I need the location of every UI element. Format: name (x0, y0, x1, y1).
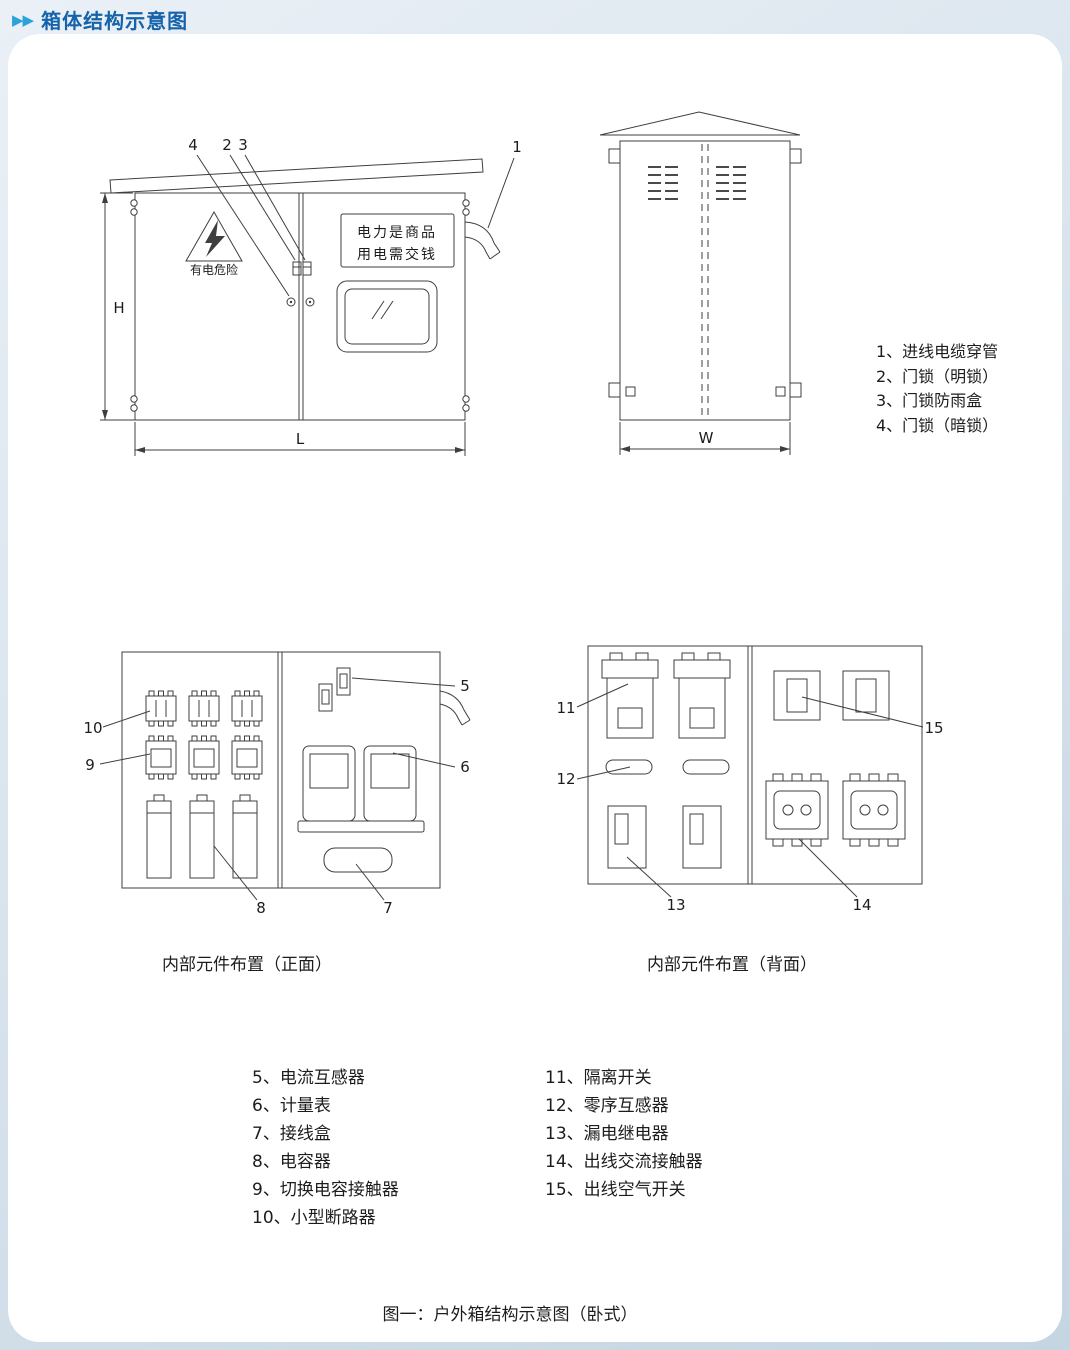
label-7: 7 (383, 899, 393, 917)
front-leader-lines (196, 154, 515, 297)
legend-item-3: 3、门锁防雨盒 (876, 391, 983, 410)
zero-sequence-transformers (605, 759, 730, 775)
door-locks (286, 261, 315, 307)
label-4: 4 (188, 136, 198, 154)
dim-w-label: W (699, 429, 714, 447)
side-view: W (599, 111, 802, 455)
content-panel (8, 34, 1062, 1342)
capacitors (146, 794, 258, 879)
caption-internal-front: 内部元件布置（正面） (162, 955, 332, 975)
label-6: 6 (460, 758, 470, 776)
dimension-w: W (619, 422, 791, 455)
legend-item-7: 7、接线盒 (252, 1124, 331, 1144)
legend-item-13: 13、漏电继电器 (545, 1124, 669, 1144)
side-body (619, 140, 791, 421)
label-3: 3 (238, 136, 248, 154)
outgoing-ac-contactors (765, 773, 906, 847)
label-13: 13 (666, 896, 685, 914)
legend-item-1: 1、进线电缆穿管 (876, 342, 999, 361)
legend-back-components: 11、隔离开关 12、零序互感器 13、漏电继电器 14、出线交流接触器 15、… (545, 1064, 703, 1204)
legend-item-2: 2、门锁（明锁） (876, 366, 999, 386)
label-9: 9 (85, 756, 95, 774)
label-1: 1 (512, 138, 522, 156)
front-hinges (130, 199, 470, 412)
legend-item-4: 4、门锁（暗锁） (876, 415, 999, 435)
label-14: 14 (852, 896, 871, 914)
outgoing-air-switches (773, 670, 890, 721)
current-transformers (318, 667, 351, 712)
meters (297, 745, 425, 833)
internal-front-leader-lines (99, 677, 456, 901)
lightning-icon (205, 220, 225, 257)
slogan-line-1: 电力是商品 (357, 225, 437, 241)
legend-front-components: 5、电流互感器 6、计量表 7、接线盒 8、电容器 9、切换电容接触器 10、小… (252, 1064, 399, 1232)
dimension-l: L (134, 422, 466, 456)
vent-louvers (648, 166, 746, 200)
label-12: 12 (556, 770, 575, 788)
front-body (134, 192, 466, 421)
figure-caption: 图一：户外箱结构示意图（卧式） (382, 1305, 638, 1325)
legend-cabinet-parts: 1、进线电缆穿管 2、门锁（明锁） 3、门锁防雨盒 4、门锁（暗锁） (876, 340, 998, 438)
side-roof (599, 111, 801, 136)
label-2: 2 (222, 136, 232, 154)
front-view: 有电危险 电力是商品 用电需交钱 (100, 136, 522, 456)
leakage-relays (607, 805, 722, 869)
label-11: 11 (556, 699, 575, 717)
legend-item-9: 9、切换电容接触器 (252, 1180, 399, 1200)
warning-triangle (185, 210, 243, 262)
legend-item-8: 8、电容器 (252, 1152, 331, 1172)
legend-item-11: 11、隔离开关 (545, 1068, 652, 1088)
internal-front-view: 10 9 8 7 5 6 (83, 651, 471, 917)
dimension-h: H (100, 192, 135, 421)
label-5: 5 (460, 677, 470, 695)
capacitor-contactors (145, 735, 263, 780)
label-15: 15 (924, 719, 943, 737)
internal-cable-duct (439, 690, 471, 726)
front-roof (109, 158, 484, 194)
label-10: 10 (83, 719, 102, 737)
legend-item-14: 14、出线交流接触器 (545, 1152, 703, 1172)
legend-item-5: 5、电流互感器 (252, 1068, 365, 1088)
cable-duct (464, 221, 501, 260)
slogan-line-2: 用电需交钱 (357, 246, 437, 263)
junction-box (323, 847, 393, 873)
dim-h-label: H (113, 299, 124, 317)
dim-l-label: L (296, 430, 305, 448)
warning-text: 有电危险 (190, 262, 238, 277)
internal-back-view: 11 12 13 14 15 (556, 645, 944, 914)
slogan-plate: 电力是商品 用电需交钱 (340, 213, 455, 268)
legend-item-15: 15、出线空气开关 (545, 1180, 686, 1200)
label-8: 8 (256, 899, 266, 917)
legend-item-10: 10、小型断路器 (252, 1208, 376, 1228)
caption-internal-back: 内部元件布置（背面） (647, 955, 817, 975)
side-hinge-tabs (608, 148, 802, 398)
isolation-switches (601, 652, 731, 739)
legend-item-12: 12、零序互感器 (545, 1096, 669, 1116)
page-title: 箱体结构示意图 (41, 9, 189, 33)
header-arrows-icon: ▶▶ (12, 10, 34, 29)
mini-circuit-breakers (145, 690, 263, 727)
meter-window (336, 280, 438, 353)
legend-item-6: 6、计量表 (252, 1096, 331, 1116)
page-header: ▶▶ 箱体结构示意图 (12, 5, 188, 34)
internal-back-leader-lines (576, 683, 924, 898)
